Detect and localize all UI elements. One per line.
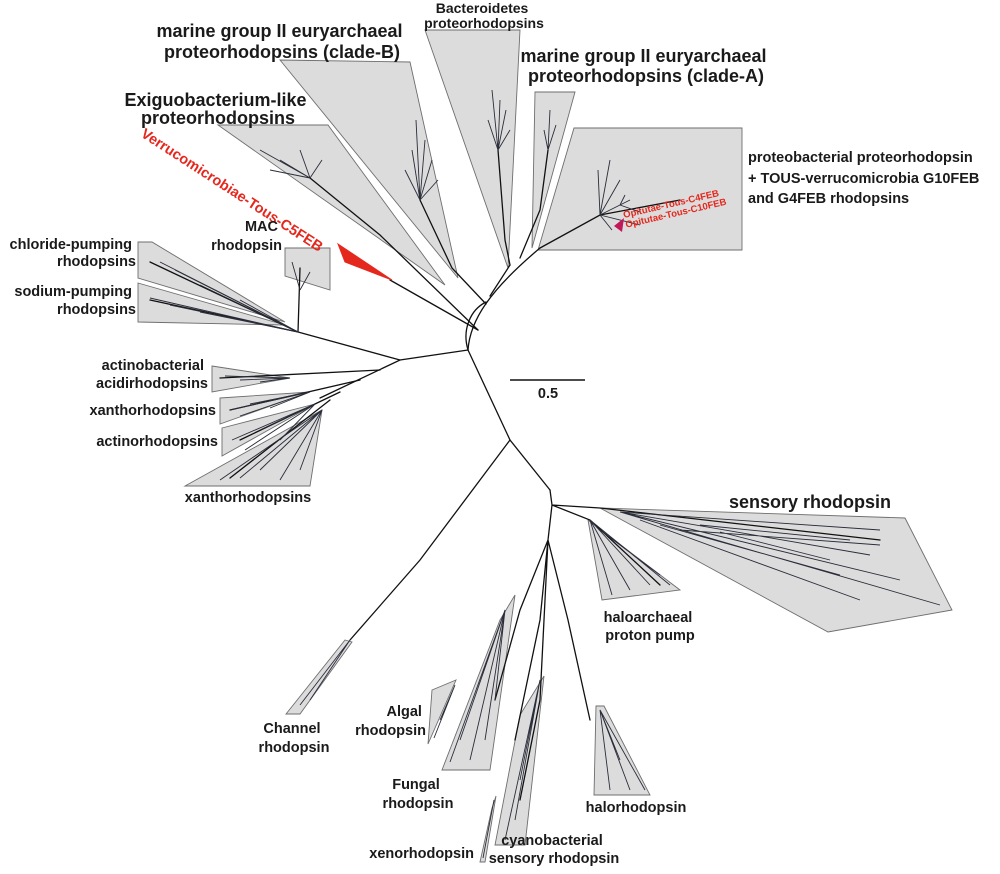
leaves-haloarchaeal: [589, 519, 671, 596]
branch-bacteroidetes: [497, 149, 511, 266]
leaves-xenorhodopsin: [482, 799, 495, 859]
wedge-exiguobacterium: [216, 124, 446, 286]
leaves-chloride: [159, 261, 299, 333]
label-halorhodopsin: halorhodopsin: [586, 800, 687, 816]
leaves-sodium: [149, 297, 299, 333]
leaves-mgII-a: [543, 109, 557, 151]
label-proteobacterial: proteobacterial proteorhodopsin + TOUS-v…: [748, 150, 983, 207]
branch-lower-main: [349, 439, 511, 641]
branch-root-arc: [467, 247, 541, 351]
wedge-cyanobacterial: [494, 675, 545, 846]
verrucomicrobiae-marker: [336, 242, 393, 281]
tree-branches: [149, 149, 881, 801]
wedge-proteobacterial: [537, 127, 743, 251]
clade-labels: marine group II euryarchaeal proteorhodo…: [10, 0, 983, 867]
leaves-fungal: [449, 609, 506, 763]
leaves-bacteroidetes: [487, 89, 511, 151]
leaves-proteobacterial: [597, 159, 641, 231]
label-xanthorhodopsins-1: xanthorhodopsins: [90, 403, 216, 419]
wedge-mgII-clade-b: [279, 59, 459, 279]
leaves-sensory: [619, 511, 941, 606]
branch-top-arc: [465, 264, 511, 351]
leaves-xantho2: [219, 409, 323, 481]
label-actinorhodopsins: actinorhodopsins: [96, 434, 218, 450]
branch-center: [467, 349, 551, 491]
leaves-channel: [299, 639, 351, 706]
wedge-actinobacterial: [211, 365, 291, 393]
scale-bar-label: 0.5: [538, 386, 558, 402]
leaves-xantho1: [229, 391, 311, 417]
label-xanthorhodopsins-2: xanthorhodopsins: [185, 490, 311, 506]
label-actinobacterial: actinobacterial acidirhodopsins: [96, 358, 208, 392]
label-xenorhodopsin: xenorhodopsin: [369, 846, 474, 862]
leaves-mgII-b: [404, 119, 439, 201]
branch-exiguo: [309, 177, 479, 331]
leaves-mac: [291, 261, 311, 291]
leaves-cyanobacterial: [504, 679, 541, 841]
label-sensory: sensory rhodopsin: [729, 492, 891, 512]
leaves-algal: [433, 684, 456, 739]
label-cyanobacterial: cyanobacterial sensory rhodopsin: [489, 833, 620, 867]
leaves-exiguo: [259, 149, 323, 179]
leaves-actino: [231, 403, 316, 451]
wedge-mgII-clade-a: [531, 91, 576, 249]
wedge-halorhodopsin: [593, 705, 651, 796]
branch-mgII-a: [519, 149, 549, 259]
branch-verruco: [389, 279, 479, 331]
label-fungal: Fungal rhodopsin: [383, 777, 454, 812]
wedge-sodium-pumping: [137, 282, 286, 326]
label-bacteroidetes: Bacteroidetes proteorhodopsins: [424, 0, 544, 31]
leaves-halorhodopsin: [599, 709, 646, 791]
label-mac: MAC rhodopsin: [211, 219, 282, 254]
label-channel: Channel rhodopsin: [259, 721, 330, 756]
label-algal: Algal rhodopsin: [355, 704, 426, 739]
label-haloarchaeal: haloarchaeal proton pump: [604, 610, 697, 644]
wedge-bacteroidetes: [424, 29, 521, 269]
wedge-sensory: [599, 507, 953, 633]
branch-left-main: [319, 349, 469, 399]
wedge-algal: [427, 679, 457, 745]
wedge-actinorhodopsins: [221, 403, 316, 457]
label-mgII-clade-b: marine group II euryarchaeal proteorhodo…: [156, 21, 407, 62]
wedge-chloride-pumping: [137, 241, 286, 323]
opitutae-marker: [614, 218, 624, 232]
label-chloride: chloride-pumping rhodopsins: [10, 237, 136, 270]
label-exiguobacterium: Exiguobacterium-like proteorhodopsins: [124, 90, 311, 128]
wedge-mac: [284, 247, 331, 291]
leaf-fans: [149, 89, 941, 859]
label-mgII-clade-a: marine group II euryarchaeal proteorhodo…: [520, 46, 771, 86]
branch-mgII-b: [419, 199, 487, 305]
branch-lower-fan: [494, 489, 881, 801]
label-sodium: sodium-pumping rhodopsins: [14, 284, 136, 318]
leaves-actinobacterial: [224, 375, 291, 383]
